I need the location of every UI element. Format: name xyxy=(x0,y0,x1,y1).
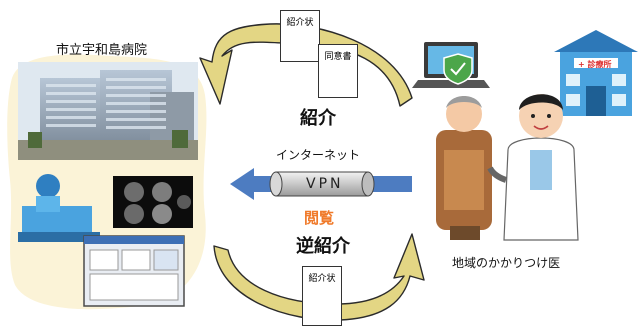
reverse-referral-curved-arrow xyxy=(213,233,425,321)
consent-form-label: 同意書 xyxy=(324,52,352,62)
reverse-referral-label: 逆紹介 xyxy=(296,236,350,257)
referral-letter-label: 紹介状 xyxy=(286,18,314,28)
vpn-label: VPN xyxy=(306,176,344,192)
medical-monitor-icon xyxy=(83,235,185,307)
viewing-label: 閲覧 xyxy=(304,209,335,227)
doctor-icon xyxy=(487,94,579,241)
reverse-referral-letter-label: 紹介状 xyxy=(308,274,336,284)
internet-label: インターネット xyxy=(276,148,361,162)
consent-form-document: 同意書 xyxy=(318,44,358,98)
hospital-name: 市立宇和島病院 xyxy=(56,43,148,58)
laptop-shield-icon xyxy=(412,42,490,88)
vpn-pipe xyxy=(269,171,375,197)
hospital-building-photo xyxy=(18,62,198,160)
operator-illustration xyxy=(18,174,100,242)
clinic-name: 地域のかかりつけ医 xyxy=(452,256,561,270)
clinic-sign: + 診療所 xyxy=(578,60,612,69)
reverse-referral-letter-document: 紹介状 xyxy=(302,266,342,326)
elderly-patient-icon xyxy=(436,96,492,240)
referral-letter-document: 紹介状 xyxy=(280,10,320,62)
referral-label: 紹介 xyxy=(300,108,336,129)
clinic-building-icon xyxy=(554,30,638,116)
ct-scan-icon xyxy=(113,176,193,228)
